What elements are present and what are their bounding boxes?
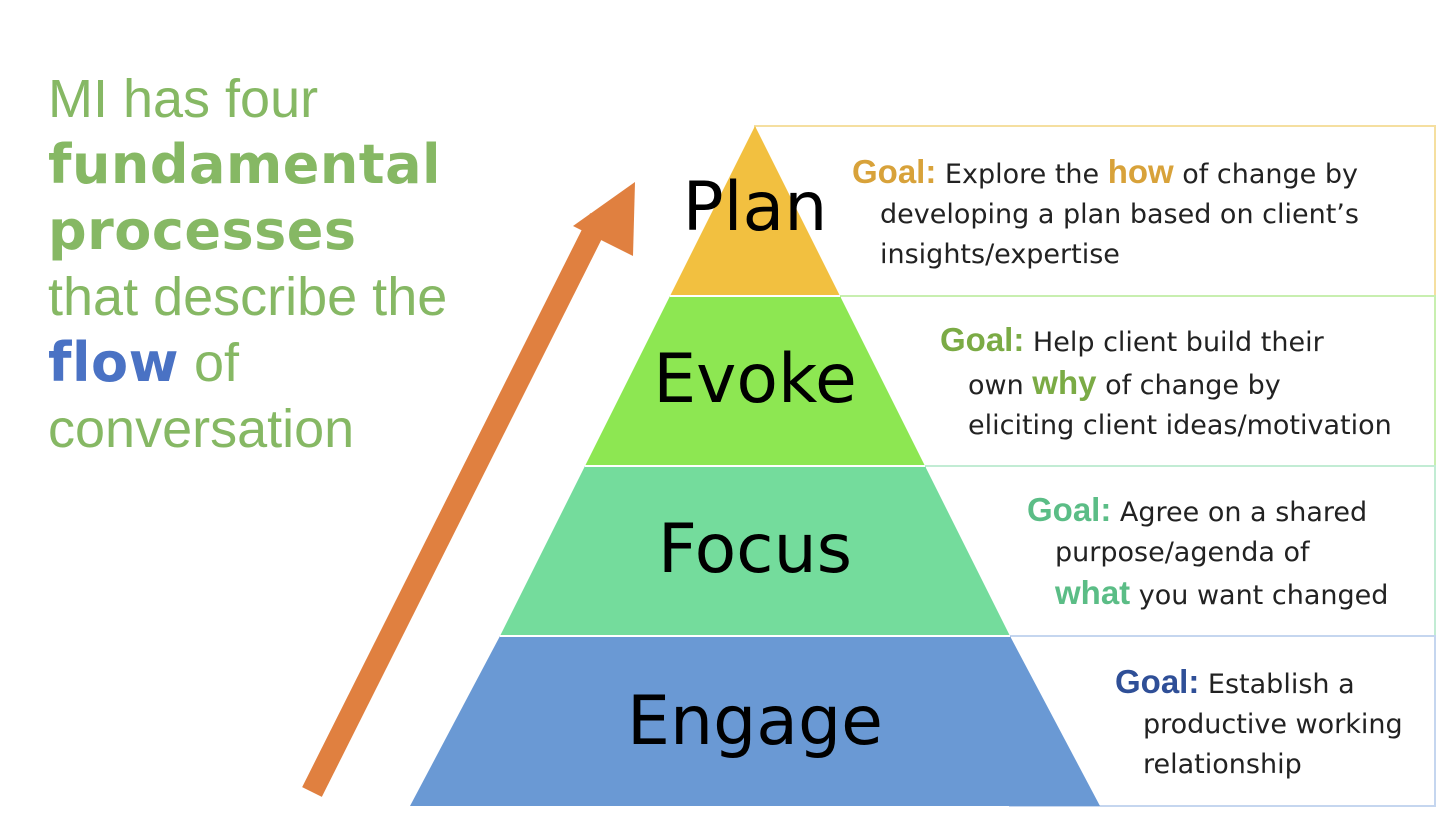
plan-goal-box xyxy=(754,125,1436,297)
engage-tier xyxy=(410,636,1100,806)
engage-goal-text: Establish a xyxy=(1199,669,1355,700)
evoke-goal-text: Help client build their xyxy=(1024,327,1324,358)
evoke-goal-box xyxy=(839,295,1436,467)
intro-of: of xyxy=(179,333,240,393)
focus-goal-box xyxy=(924,465,1436,637)
evoke-keyword: why xyxy=(1032,364,1097,401)
plan-goal-label: Goal: xyxy=(852,153,937,190)
evoke-tier xyxy=(585,296,925,466)
engage-goal-label: Goal: xyxy=(1115,663,1200,700)
engage-goal-line: productive working xyxy=(1143,709,1403,740)
intro-line: that describe the xyxy=(48,267,448,327)
intro-line: conversation xyxy=(48,399,355,459)
focus-goal-label: Goal: xyxy=(1027,491,1112,528)
intro-line-flow: flow of xyxy=(48,330,488,396)
plan-keyword: how xyxy=(1107,153,1174,190)
engage-goal-line: relationship xyxy=(1143,749,1302,780)
flow-word: flow xyxy=(48,331,179,394)
plan-label: Plan xyxy=(682,168,828,247)
focus-goal-line: purpose/agenda of xyxy=(1055,537,1310,568)
evoke-goal-line: eliciting client ideas/motivation xyxy=(968,410,1392,441)
progress-arrow-shaft xyxy=(302,213,610,797)
intro-line-fundamental: fundamental xyxy=(48,133,442,196)
intro-text: MI has four fundamental processes that d… xyxy=(48,66,488,462)
focus-keyword: what xyxy=(1055,574,1131,611)
evoke-goal-text: of change by xyxy=(1096,370,1281,401)
focus-tier xyxy=(500,466,1010,636)
plan-goal-text: of change by xyxy=(1173,159,1358,190)
focus-goal-line: what you want changed xyxy=(1027,573,1388,616)
intro-line-processes: processes xyxy=(48,199,357,262)
evoke-goal-text: own xyxy=(968,370,1033,401)
engage-label: Engage xyxy=(627,682,883,761)
evoke-goal-label: Goal: xyxy=(940,321,1025,358)
engage-goal: Goal: Establish a productive working rel… xyxy=(1115,662,1403,785)
plan-goal-text: Explore the xyxy=(936,159,1108,190)
focus-goal: Goal: Agree on a shared purpose/agenda o… xyxy=(1027,490,1388,616)
plan-goal-line: developing a plan based on client’s xyxy=(880,199,1359,230)
plan-tier xyxy=(670,126,840,296)
plan-goal-line: insights/expertise xyxy=(880,239,1120,270)
evoke-goal: Goal: Help client build their own why of… xyxy=(940,320,1392,446)
progress-arrow-head xyxy=(573,182,635,256)
focus-goal-text: Agree on a shared xyxy=(1111,497,1368,528)
plan-goal: Goal: Explore the how of change by devel… xyxy=(852,152,1359,275)
focus-goal-text: you want changed xyxy=(1130,580,1389,611)
intro-line: MI has four xyxy=(48,69,319,129)
evoke-goal-line: own why of change by xyxy=(940,363,1392,406)
evoke-label: Evoke xyxy=(653,340,857,419)
focus-label: Focus xyxy=(657,510,853,589)
